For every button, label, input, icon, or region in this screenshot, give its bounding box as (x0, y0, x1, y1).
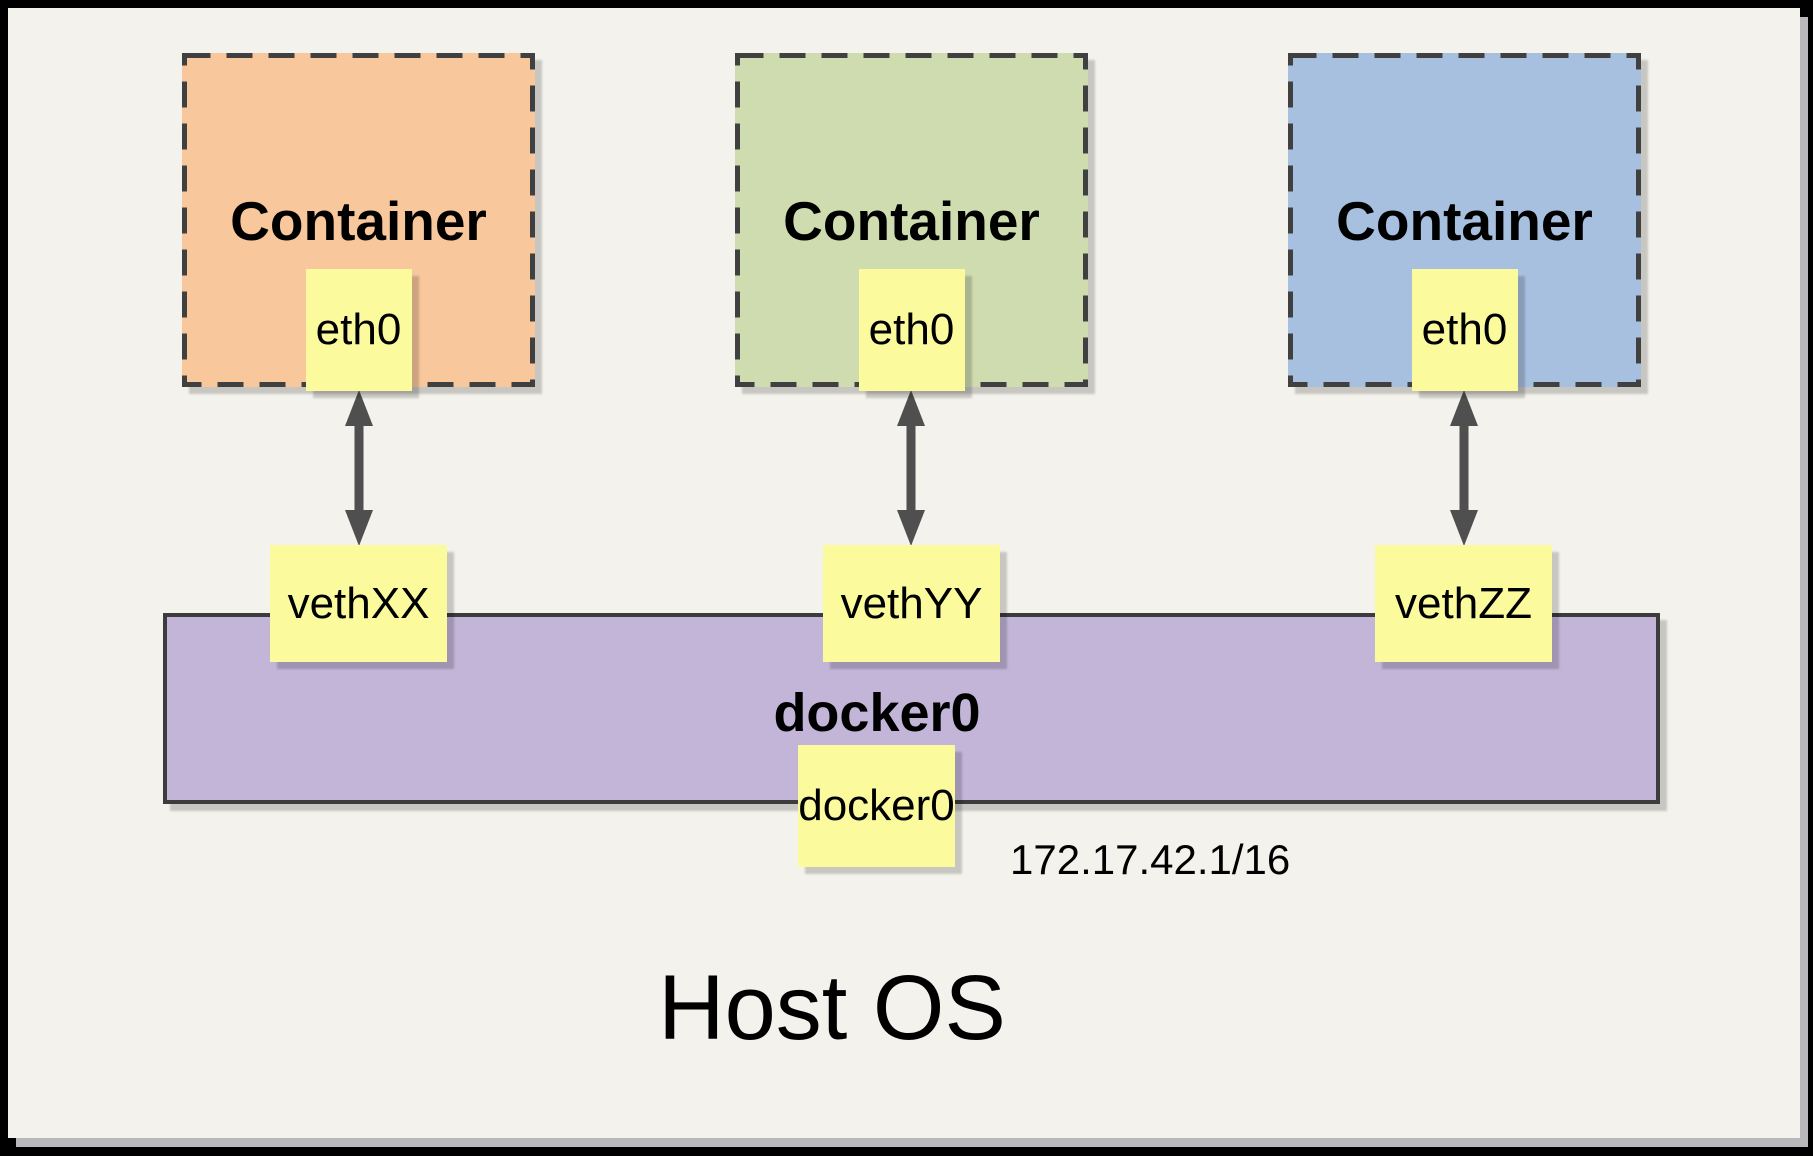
vethxx-label: vethXX (287, 578, 430, 628)
eth0-interface-box-3: eth0 (1411, 269, 1518, 391)
vethzz-label: vethZZ (1395, 578, 1532, 628)
container-box-3: Container eth0 (1288, 53, 1641, 391)
vethzz-interface-box: vethZZ (1375, 545, 1552, 662)
eth0-label: eth0 (868, 305, 955, 354)
eth0-label: eth0 (315, 305, 402, 354)
container-title: Container (1336, 190, 1593, 252)
vethyy-interface-box: vethYY (823, 545, 1000, 662)
bridge-ip-label: 172.17.42.1/16 (1010, 836, 1291, 883)
bidirectional-arrow-3 (1450, 390, 1478, 546)
container-box-2: Container eth0 (735, 53, 1088, 391)
container-title: Container (783, 190, 1040, 252)
docker0-bridge-title: docker0 (773, 683, 981, 743)
vethyy-label: vethYY (840, 578, 983, 628)
container-title: Container (230, 190, 487, 252)
vethxx-interface-box: vethXX (270, 545, 447, 662)
host-os-label: Host OS (658, 957, 1006, 1059)
docker0-box-label: docker0 (798, 781, 955, 830)
eth0-label: eth0 (1421, 305, 1508, 354)
container-box-1: Container eth0 (182, 53, 535, 391)
host-os-canvas: Container eth0 Container eth0 Container … (8, 8, 1800, 1138)
bidirectional-arrow-2 (897, 390, 925, 546)
bidirectional-arrow-1 (345, 390, 373, 546)
eth0-interface-box-1: eth0 (305, 269, 412, 391)
eth0-interface-box-2: eth0 (858, 269, 965, 391)
docker0-interface-box: docker0 (798, 745, 955, 867)
